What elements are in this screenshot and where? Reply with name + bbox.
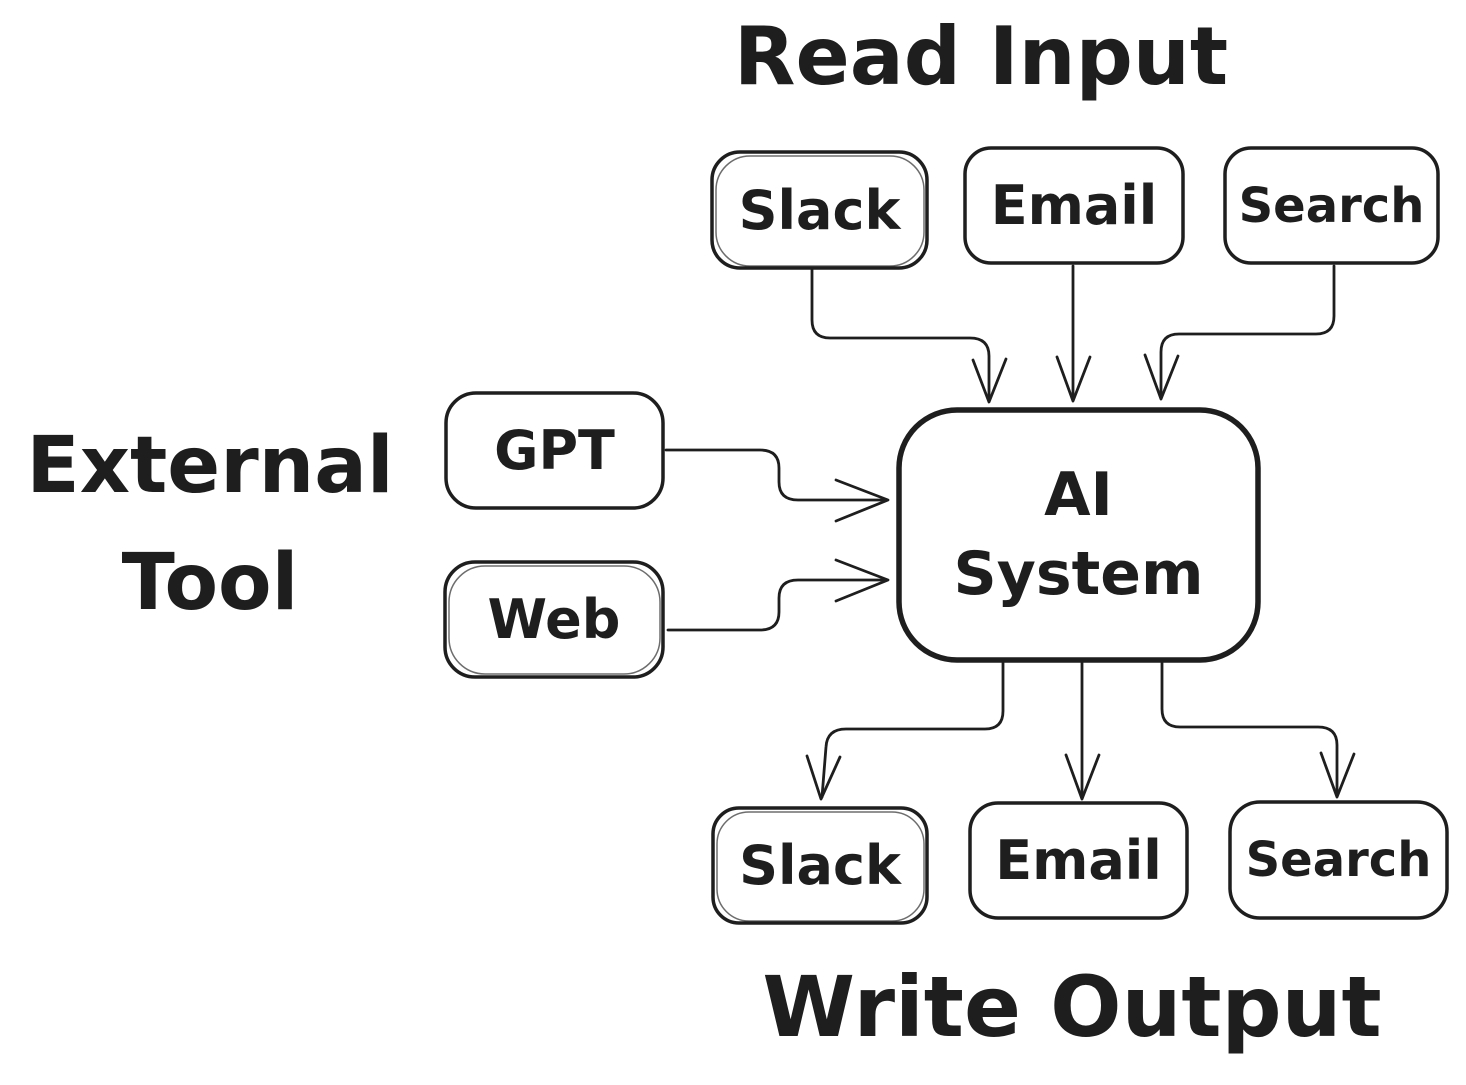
arrow-ai-to-output-slack [820,661,1005,799]
arrowhead-ai-to-output-slack [805,754,842,801]
arrow-gpt-to-ai [664,448,886,502]
node-box-output-slack-sketch [716,811,925,922]
node-box-input-search [1223,146,1440,265]
node-box-input-email [963,146,1185,265]
arrowhead-ai-to-output-email [1064,753,1101,801]
arrowhead-gpt-to-ai [834,478,890,523]
arrow-input-search-to-ai [1159,264,1336,398]
node-box-output-slack [711,806,929,925]
node-box-ai-system [896,407,1261,663]
node-box-gpt [444,391,665,510]
arrow-web-to-ai [666,578,886,632]
arrowhead-input-search-to-ai [1143,353,1180,401]
arrowhead-input-slack-to-ai [971,357,1008,404]
arrow-input-slack-to-ai [810,268,991,400]
external-tool-title: External Tool [26,421,394,628]
read-input-title: Read Input [733,10,1229,103]
node-box-web-sketch [448,565,661,675]
arrowhead-ai-to-output-search [1319,751,1356,799]
arrowhead-web-to-ai [834,558,890,603]
arrow-ai-to-output-search [1160,661,1339,797]
node-box-output-email [968,801,1189,920]
node-box-input-slack-sketch [715,155,925,267]
node-box-web [443,560,665,679]
node-box-output-search [1228,800,1449,920]
node-box-input-slack [710,150,929,270]
arrowhead-input-email-to-ai [1055,355,1092,403]
write-output-title: Write Output [762,958,1382,1056]
